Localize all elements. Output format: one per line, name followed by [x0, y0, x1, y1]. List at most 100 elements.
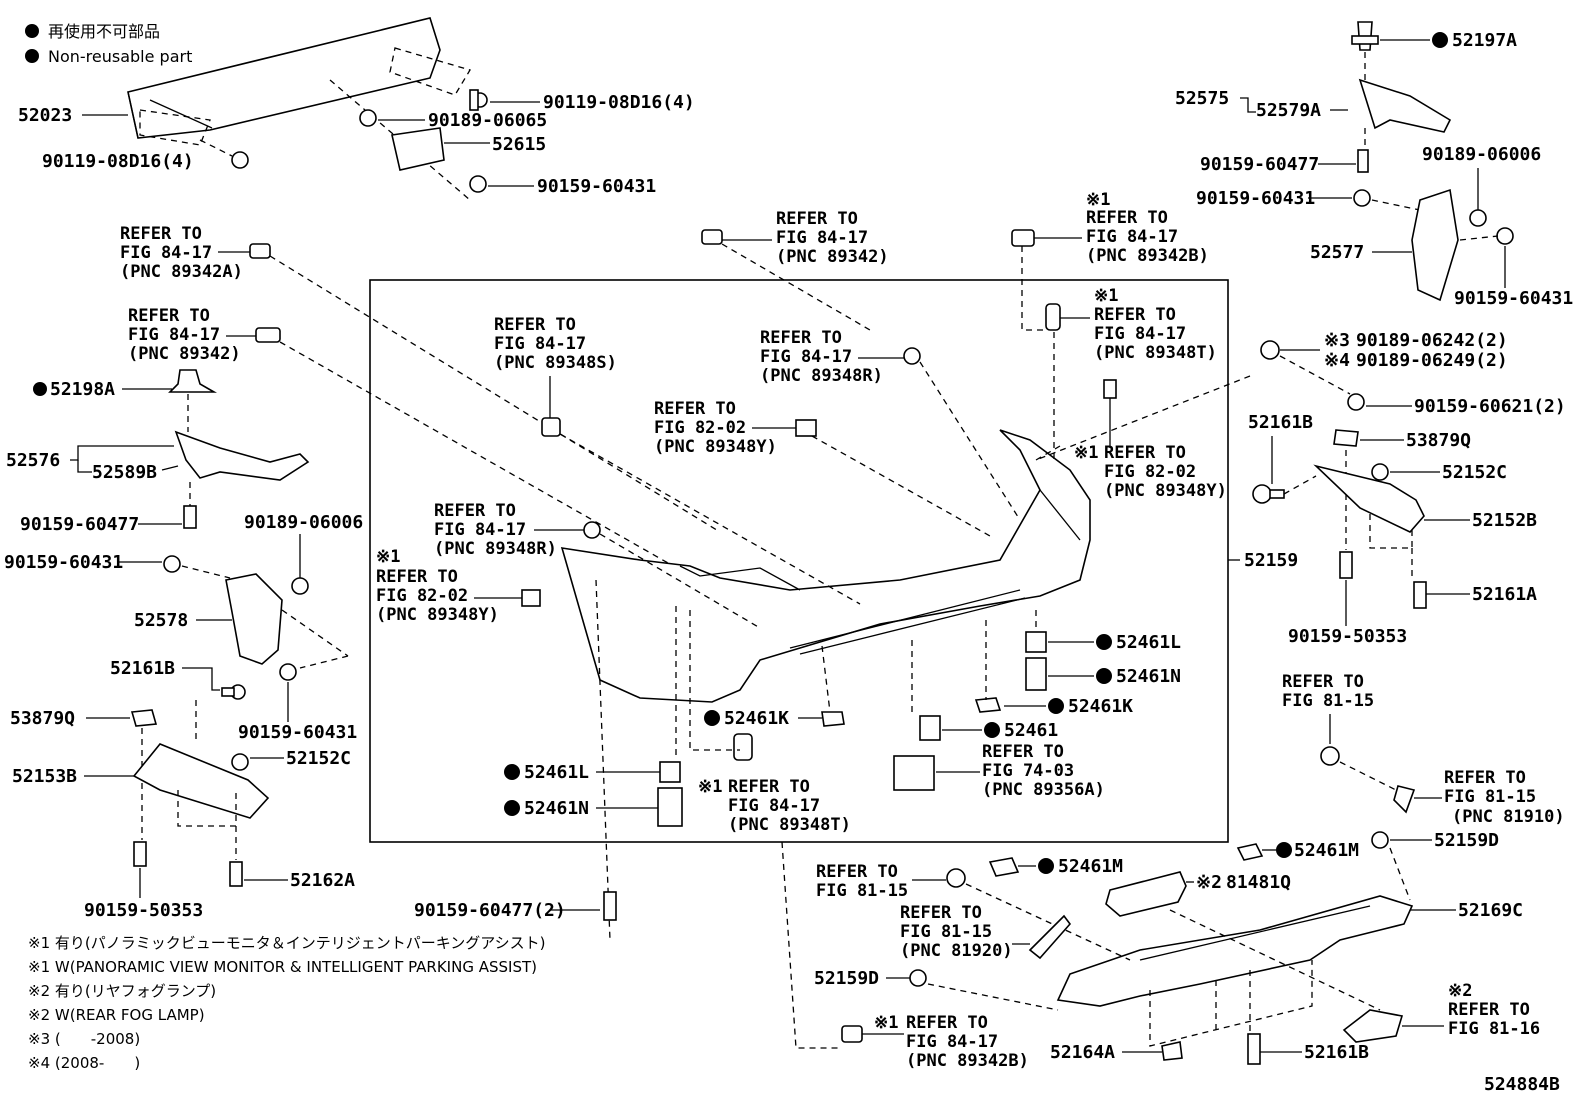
bolt-icon: [1339, 551, 1353, 579]
cover-52164A: [1161, 1041, 1183, 1061]
sensor-icon: [583, 521, 601, 539]
marker-3: ※3: [1324, 330, 1350, 351]
svg-text:52461M: 52461M: [1294, 840, 1359, 861]
svg-text:※1: ※1: [1074, 443, 1098, 463]
label-90159-60431-r: 90159-60431: [1196, 188, 1315, 209]
marking-52461L-l: 52461L: [504, 761, 681, 783]
svg-text:(PNC 89342B): (PNC 89342B): [1086, 246, 1209, 266]
label-52159D-r: 52159D: [1434, 830, 1499, 851]
label-52169C: 52169C: [1458, 900, 1523, 921]
label-52159: 52159: [1244, 550, 1298, 571]
label-52579A: 52579A: [1256, 100, 1321, 121]
clip-icon: [221, 684, 246, 700]
label-90159-60431-l2: 90159-60431: [238, 722, 357, 743]
label-52164A: 52164A: [1050, 1042, 1115, 1063]
label-52153B: 52153B: [12, 766, 77, 787]
svg-text:FIG 84-17: FIG 84-17: [1094, 324, 1186, 344]
svg-text:(PNC 89348S): (PNC 89348S): [494, 353, 617, 373]
legend-ja: 再使用不可部品: [48, 22, 160, 41]
label-90159-60477-l: 90159-60477: [20, 514, 139, 535]
bolt-icon: [1496, 227, 1514, 245]
svg-text:52461N: 52461N: [1116, 666, 1181, 687]
label-90189-06006-l: 90189-06006: [244, 512, 363, 533]
svg-text:REFER TO: REFER TO: [376, 567, 458, 587]
bracket-icon: [1103, 379, 1117, 399]
bolt-icon: [231, 151, 249, 169]
clip-icon: [1413, 581, 1427, 609]
svg-text:(PNC 89348R): (PNC 89348R): [434, 539, 557, 559]
note-2-en: ※2 W(REAR FOG LAMP): [28, 1006, 205, 1024]
clip-icon: [1371, 463, 1389, 481]
svg-text:52461K: 52461K: [1068, 696, 1133, 717]
svg-text:FIG 84-17: FIG 84-17: [494, 334, 586, 354]
bolt-icon: [183, 505, 197, 529]
ref-89348Y-left: ※1 REFER TO FIG 82-02 (PNC 89348Y): [376, 547, 541, 625]
marking-52461N-l: 52461N: [504, 787, 683, 827]
clip-icon: [231, 753, 249, 771]
bracket-52153B: [132, 743, 270, 819]
connector-icon: [255, 327, 281, 343]
svg-text:※1: ※1: [874, 1013, 898, 1033]
label-52197A: 52197A: [1452, 30, 1517, 51]
bolt-icon: [1357, 149, 1369, 173]
note-3: ※3 ( -2008): [28, 1030, 140, 1048]
non-reusable-dot-icon: [25, 49, 39, 63]
svg-text:FIG 84-17: FIG 84-17: [728, 796, 820, 816]
svg-text:(PNC 89342): (PNC 89342): [776, 247, 889, 267]
svg-text:52461: 52461: [1004, 720, 1058, 741]
svg-text:FIG 82-02: FIG 82-02: [654, 418, 746, 438]
svg-text:(PNC 89348T): (PNC 89348T): [728, 815, 851, 835]
label-52161A: 52161A: [1472, 584, 1537, 605]
clip-icon: [1247, 1033, 1261, 1065]
label-52161B-r: 52161B: [1248, 412, 1313, 433]
sensor-retainer-icon: [541, 417, 561, 437]
ref-81-15-right: REFER TO FIG 81-15: [1282, 672, 1397, 791]
svg-text:REFER TO: REFER TO: [760, 328, 842, 348]
ref-89348R-top: REFER TO FIG 84-17 (PNC 89348R): [760, 328, 1021, 521]
connector-icon: [701, 229, 723, 245]
ref-89348T-top: ※1 REFER TO FIG 84-17 (PNC 89348T): [1045, 286, 1217, 460]
ref-89348Y-right: ※1 REFER TO FIG 82-02 (PNC 89348Y): [1035, 379, 1227, 501]
svg-text:(PNC 81920): (PNC 81920): [900, 941, 1013, 961]
svg-text:REFER TO: REFER TO: [1094, 305, 1176, 325]
svg-text:FIG 81-15: FIG 81-15: [1282, 691, 1374, 711]
bolt-icon: [469, 89, 488, 111]
svg-text:REFER TO: REFER TO: [1086, 208, 1168, 228]
clip-icon: [1252, 484, 1285, 504]
svg-text:REFER TO: REFER TO: [1104, 443, 1186, 463]
ref-89342-top: REFER TO FIG 84-17 (PNC 89342): [701, 209, 889, 331]
svg-text:FIG 81-15: FIG 81-15: [816, 881, 908, 901]
ref-89348R-left: REFER TO FIG 84-17 (PNC 89348R): [434, 501, 761, 629]
svg-text:REFER TO: REFER TO: [120, 224, 202, 244]
legend: 再使用不可部品 Non-reusable part: [25, 22, 192, 66]
reinforcement-bar: [127, 17, 471, 201]
bolt-icon: [946, 868, 966, 888]
note-4: ※4 (2008- ): [28, 1054, 140, 1072]
marking-52461M-l: 52461M: [988, 856, 1123, 877]
clip-53879Q-icon: [1333, 429, 1359, 447]
svg-text:(PNC 89348Y): (PNC 89348Y): [1104, 481, 1227, 501]
svg-text:FIG 84-17: FIG 84-17: [776, 228, 868, 248]
sensor-icon: [733, 733, 753, 761]
clip-icon: [1469, 209, 1487, 227]
label-90159-50353-r: 90159-50353: [1288, 626, 1407, 647]
svg-text:FIG 84-17: FIG 84-17: [1086, 227, 1178, 247]
label-90189-06249: 90189-06249(2): [1356, 350, 1508, 371]
label-52161B-b: 52161B: [1304, 1042, 1369, 1063]
ref-89342B-bottom: ※1 REFER TO FIG 84-17 (PNC 89342B): [781, 841, 1029, 1071]
ref-81910: REFER TO FIG 81-15 (PNC 81910): [1393, 768, 1565, 827]
svg-text:52461K: 52461K: [724, 708, 789, 729]
svg-text:52461L: 52461L: [524, 762, 589, 783]
fog-lamp-81481Q: [1105, 871, 1187, 917]
label-52159D-l: 52159D: [814, 968, 879, 989]
clip-icon: [229, 861, 243, 887]
svg-text:FIG 74-03: FIG 74-03: [982, 761, 1074, 781]
bracket-52152B: [1313, 464, 1425, 533]
sensor-icon: [903, 347, 921, 365]
bolt-icon: [1320, 746, 1340, 766]
label-90159-60477-2: 90159-60477(2): [414, 900, 566, 921]
marking-52461: 52461: [919, 715, 1058, 741]
ref-81920: REFER TO FIG 81-15 (PNC 81920): [900, 903, 1072, 961]
label-52578: 52578: [134, 610, 188, 631]
connector-icon: [1011, 229, 1035, 247]
